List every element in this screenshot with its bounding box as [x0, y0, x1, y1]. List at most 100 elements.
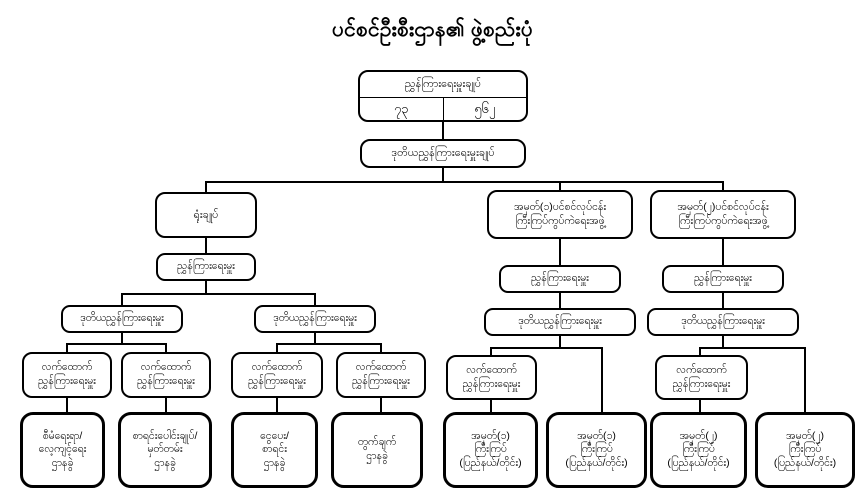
connector [277, 343, 382, 345]
assistant-director-line2: ညွှန်ကြားရေးမှူး [352, 375, 410, 387]
deputy-director-box-1: ဒုတိယညွှန်ကြားရေးမှူး [61, 305, 183, 333]
deputy-director-general-label: ဒုတိယညွှန်ကြားရေးမှူးချုပ် [391, 147, 495, 160]
connector [490, 347, 492, 355]
assistant-director-line2: ညွှန်ကြားရေးမှူး [137, 375, 195, 387]
director-general-label: ညွှန်ကြားရေးမှူးချုပ် [360, 72, 526, 98]
assistant-director-line2: ညွှန်ကြားရေးမှူး [462, 377, 521, 390]
deputy-director-label: ဒုတိယညွှန်ကြားရေးမှူး [273, 312, 357, 325]
connector [380, 398, 382, 412]
assistant-director-line1: လက်ထောက် [41, 361, 93, 374]
deputy-director-label: ဒုတိယညွှန်ကြားရေးမှူး [681, 315, 765, 328]
supervision-team-1-box-b: အမှတ်(၁) ကြီးကြပ် (ပြည်နယ်/တိုင်း) [546, 412, 647, 488]
assistant-director-line1: လက်ထောက် [140, 361, 192, 374]
supervision-team-2-box-a: အမှတ်(၂) ကြီးကြပ် (ပြည်နယ်/တိုင်း) [650, 412, 747, 488]
connector [121, 333, 123, 343]
assistant-director-line1: လက်ထောက် [676, 363, 727, 376]
division-line1: စီမံရေးရာ/ [42, 429, 83, 442]
division-line2: စာရင်း [262, 443, 287, 456]
supervision-team-2-box-b: အမှတ်(၂) ကြီးကြပ် (ပြည်နယ်/တိုင်း) [755, 412, 855, 488]
connector [490, 400, 492, 412]
assistant-director-box-2: လက်ထောက် ညွှန်ကြားရေးမှူး [121, 352, 211, 398]
director-label: ညွှန်ကြားရေးမှူး [694, 272, 752, 285]
connector [699, 347, 701, 355]
connector [314, 293, 316, 305]
director-general-values: ၇၃ ၅၆၂ [360, 98, 526, 120]
assistant-director-line2: ညွှန်ကြားရေးမှူး [38, 375, 96, 387]
division-line1: တွက်ချက် [357, 436, 397, 449]
assistant-director-box-1: လက်ထောက် ညွှန်ကြားရေးမှူး [22, 352, 112, 398]
division-line1: ငွေပေး/ [260, 429, 289, 442]
supervision-line3: (ပြည်နယ်/တိုင်း) [565, 456, 628, 469]
division-line2: ဌာနခွဲ [366, 450, 388, 462]
director-box-head-office: ညွှန်ကြားရေးမှူး [156, 253, 256, 281]
director-box-team-1: ညွှန်ကြားရေးမှူး [499, 265, 621, 293]
connector [559, 181, 561, 190]
division-line3: ဌာနခွဲ [263, 456, 286, 469]
connector [206, 181, 724, 183]
supervision-line2: ကြီးကြပ် [580, 443, 613, 456]
connector [314, 333, 316, 343]
connector [380, 343, 382, 352]
supervision-line3: (ပြည်နယ်/တိုင်း) [667, 456, 730, 469]
division-line3: ဌာနခွဲ [154, 456, 176, 469]
connector [66, 398, 68, 412]
connector [205, 281, 207, 293]
connector [722, 336, 724, 347]
assistant-director-box-team-1: လက်ထောက် ညွှန်ကြားရေးမှူး [446, 355, 537, 400]
division-line3: ဌာနခွဲ [51, 456, 74, 469]
pension-team-1-line2: ကြီးကြပ်ကွပ်ကဲရေးအဖွဲ့ [515, 214, 605, 227]
supervision-line3: (ပြည်နယ်/တိုင်း) [459, 456, 522, 469]
connector [804, 347, 806, 412]
deputy-director-box-team-2: ဒုတိယညွှန်ကြားရေးမှူး [647, 308, 799, 336]
head-office-label: ရုံးချုပ် [193, 208, 219, 221]
deputy-director-box-team-1: ဒုတိယညွှန်ကြားရေးမှူး [484, 308, 636, 336]
assistant-director-box-3: လက်ထောက် ညွှန်ကြားရေးမှူး [231, 352, 323, 398]
connector [205, 238, 207, 253]
connector [722, 293, 724, 308]
director-label: ညွှန်ကြားရေးမှူး [531, 272, 589, 285]
supervision-line3: (ပြည်နယ်/တိုင်း) [773, 456, 837, 469]
connector [165, 343, 167, 352]
pension-team-2-line1: အမှတ်(၂)ပင်စင်လုပ်ငန်း [677, 200, 769, 213]
division-line1: စာရင်းပေါင်းချုပ်/ [132, 429, 198, 442]
connector [442, 168, 444, 181]
connector [205, 181, 207, 192]
connector [442, 122, 444, 140]
right-value-cell: ၅၆၂ [442, 98, 527, 120]
assistant-director-box-team-2: လက်ထောက် ညွှန်ကြားရေးမှူး [655, 355, 748, 400]
connector [491, 347, 603, 349]
director-general-box: ညွှန်ကြားရေးမှူးချုပ် ၇၃ ၅၆၂ [358, 70, 528, 122]
pension-team-2-box: အမှတ်(၂)ပင်စင်လုပ်ငန်း ကြီးကြပ်ကွပ်ကဲရေး… [650, 190, 796, 239]
supervision-line1: အမှတ်(၁) [577, 429, 616, 442]
connector [121, 293, 123, 305]
pension-team-2-line2: ကြီးကြပ်ကွပ်ကဲရေးအဖွဲ့ [678, 214, 768, 227]
division-line2: လေ့ကျင့်ရေး [38, 443, 87, 456]
deputy-director-general-box: ဒုတိယညွှန်ကြားရေးမှူးချုပ် [360, 139, 526, 168]
pension-team-1-box: အမှတ်(၁)ပင်စင်လုပ်ငန်း ကြီးကြပ်ကွပ်ကဲရေး… [487, 190, 633, 239]
deputy-director-label: ဒုတိယညွှန်ကြားရေးမှူး [518, 315, 602, 328]
connector [559, 239, 561, 265]
connector [700, 347, 806, 349]
connector [66, 343, 68, 352]
supervision-line1: အမှတ်(၂) [679, 429, 718, 442]
connector [699, 400, 701, 412]
assistant-director-line2: ညွှန်ကြားရေးမှူး [248, 375, 306, 387]
division-line2: မှတ်တမ်း [147, 443, 183, 456]
connector [122, 293, 316, 295]
deputy-director-label: ဒုတိယညွှန်ကြားရေးမှူး [80, 312, 164, 325]
left-value-cell: ၇၃ [393, 100, 409, 116]
division-calculation-box: တွက်ချက် ဌာနခွဲ [331, 412, 423, 488]
supervision-line2: ကြီးကြပ် [788, 443, 822, 456]
connector [722, 239, 724, 265]
division-accounts-records-box: စာရင်းပေါင်းချုပ်/ မှတ်တမ်း ဌာနခွဲ [118, 412, 212, 488]
connector [276, 343, 278, 352]
supervision-line2: ကြီးကြပ် [474, 443, 507, 456]
assistant-director-line2: ညွှန်ကြားရေးမှူး [672, 377, 731, 390]
assistant-director-line1: လက်ထောက် [466, 363, 517, 376]
connector [559, 293, 561, 308]
connector [559, 336, 561, 347]
assistant-director-line1: လက်ထောက် [251, 361, 303, 374]
connector [601, 347, 603, 412]
head-office-box: ရုံးချုပ် [155, 192, 257, 238]
